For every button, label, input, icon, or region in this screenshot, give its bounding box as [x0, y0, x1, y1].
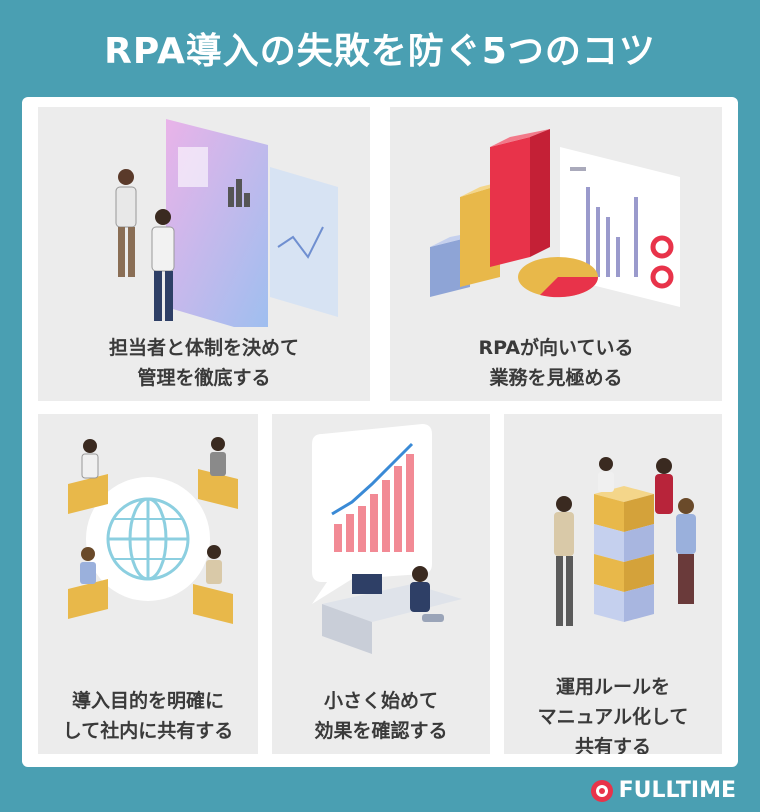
- tip-card-4: 小さく始めて 効果を確認する: [272, 414, 490, 754]
- growth-chart-desk-illustration: [312, 424, 462, 654]
- brand-logo: FULLTIME: [589, 776, 736, 804]
- tip-5-line-1: 運用ルールを: [555, 676, 670, 698]
- bar-chart-illustration: [430, 129, 680, 307]
- tip-5-line-2: マニュアル化して: [537, 706, 689, 728]
- tip-1-line-2: 管理を徹底する: [137, 367, 271, 389]
- logo-mark-icon: [590, 780, 613, 802]
- tip-card-3: 導入目的を明確に して社内に共有する: [38, 414, 258, 754]
- globe-network-illustration: [68, 437, 238, 624]
- content-panel: 担当者と体制を決めて 管理を徹底する: [22, 97, 738, 767]
- tip-2-line-1: RPAが向いている: [478, 337, 634, 359]
- tip-2-line-2: 業務を見極める: [489, 367, 623, 389]
- tip-5-line-3: 共有する: [574, 736, 651, 754]
- tip-4-line-1: 小さく始めて: [323, 690, 438, 712]
- people-screen-illustration: [115, 119, 338, 327]
- tip-card-1: 担当者と体制を決めて 管理を徹底する: [38, 107, 370, 401]
- tip-card-5: 運用ルールを マニュアル化して 共有する: [504, 414, 722, 754]
- tip-3-line-1: 導入目的を明確に: [71, 690, 224, 712]
- tip-card-2: RPAが向いている 業務を見極める: [390, 107, 722, 401]
- team-blocks-illustration: [554, 457, 696, 626]
- page-title: RPA導入の失敗を防ぐ5つのコツ: [104, 31, 656, 72]
- tip-3-line-2: して社内に共有する: [62, 720, 234, 742]
- tip-1-line-1: 担当者と体制を決めて: [108, 337, 299, 359]
- tip-4-line-2: 効果を確認する: [314, 720, 448, 742]
- logo-text: FULLTIME: [618, 777, 736, 803]
